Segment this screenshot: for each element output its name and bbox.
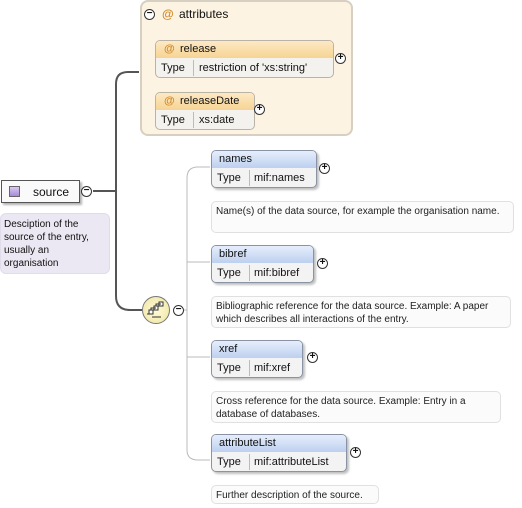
expand-releaseDate-icon[interactable]: + <box>254 104 265 115</box>
collapse-source-icon[interactable]: − <box>81 186 92 197</box>
attributes-group: − @ attributes @ release Type restrictio… <box>140 0 353 136</box>
xref-documentation: Cross reference for the data source. Exa… <box>211 391 501 423</box>
type-label: Type <box>217 267 241 279</box>
element-name: attributeList <box>219 437 276 449</box>
collapse-sequence-icon[interactable]: − <box>173 305 184 316</box>
element-name: bibref <box>219 248 247 260</box>
type-value: mif:attributeList <box>254 456 329 468</box>
attributeList-documentation: Further description of the source. <box>211 485 379 504</box>
type-label: Type <box>217 172 241 184</box>
attribute-name: release <box>180 43 217 55</box>
collapse-attributes-icon[interactable]: − <box>144 9 155 20</box>
source-element[interactable]: source <box>1 180 80 203</box>
type-value: restriction of 'xs:string' <box>199 62 308 74</box>
attribute-at-icon: @ <box>162 7 174 21</box>
type-label: Type <box>161 114 185 126</box>
type-value: mif:xref <box>254 362 291 374</box>
type-value: xs:date <box>199 114 235 126</box>
element-icon <box>9 186 20 197</box>
element-name: xref <box>219 343 238 355</box>
sequence-compositor[interactable] <box>142 296 170 324</box>
expand-xref-icon[interactable]: + <box>307 352 318 363</box>
type-label: Type <box>161 62 185 74</box>
attribute-at-icon: @ <box>164 43 175 55</box>
expand-release-icon[interactable]: + <box>335 53 346 64</box>
element-bibref[interactable]: bibref Type mif:bibref <box>211 245 314 283</box>
attributes-header: attributes <box>179 7 229 21</box>
source-documentation: Desciption of the source of the entry, u… <box>0 213 110 274</box>
attribute-releaseDate[interactable]: @ releaseDate Type xs:date <box>155 92 255 130</box>
source-name: source <box>33 185 70 199</box>
expand-attributeList-icon[interactable]: + <box>350 447 361 458</box>
expand-bibref-icon[interactable]: + <box>317 258 328 269</box>
type-label: Type <box>217 362 241 374</box>
element-attributeList[interactable]: attributeList Type mif:attributeList <box>211 434 347 472</box>
element-names[interactable]: names Type mif:names <box>211 150 317 188</box>
type-value: mif:bibref <box>254 267 300 279</box>
names-documentation: Name(s) of the data source, for example … <box>211 201 514 233</box>
sequence-compositor-icon <box>147 301 164 318</box>
type-label: Type <box>217 456 241 468</box>
attribute-release[interactable]: @ release Type restriction of 'xs:string… <box>155 40 334 78</box>
expand-names-icon[interactable]: + <box>319 163 330 174</box>
attribute-name: releaseDate <box>180 95 240 107</box>
attribute-at-icon: @ <box>164 95 175 107</box>
type-value: mif:names <box>254 172 305 184</box>
bibref-documentation: Bibliographic reference for the data sou… <box>211 296 511 328</box>
element-name: names <box>219 153 253 165</box>
element-xref[interactable]: xref Type mif:xref <box>211 340 303 378</box>
